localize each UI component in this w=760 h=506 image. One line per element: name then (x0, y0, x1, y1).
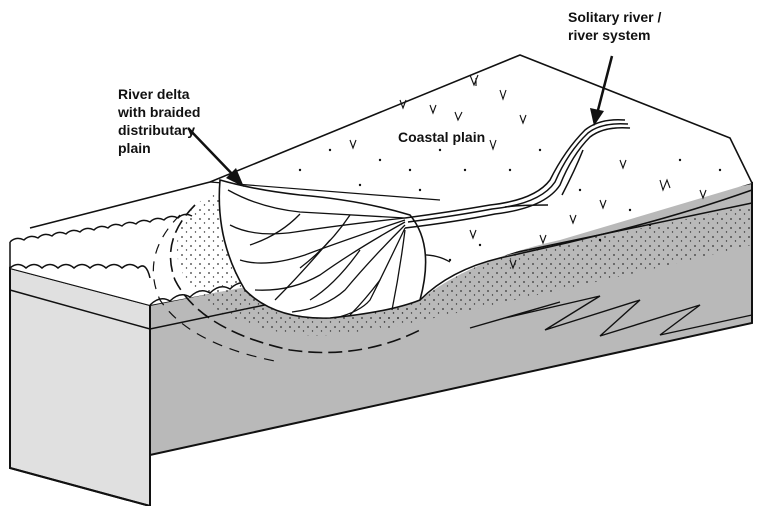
solitary-river-label-line1: Solitary river / (568, 8, 661, 26)
block-front-face (10, 268, 150, 506)
solitary-river-label: Solitary river / river system (568, 8, 661, 44)
solitary-river-label-line2: river system (568, 26, 661, 44)
river-delta-label: River delta with braided distributary pl… (118, 85, 200, 157)
river-delta-label-line3: distributary (118, 121, 200, 139)
river-delta-label-line1: River delta (118, 85, 200, 103)
coastal-plain-label: Coastal plain (398, 128, 485, 146)
river-delta-label-line2: with braided (118, 103, 200, 121)
river-delta-label-line4: plain (118, 139, 200, 157)
